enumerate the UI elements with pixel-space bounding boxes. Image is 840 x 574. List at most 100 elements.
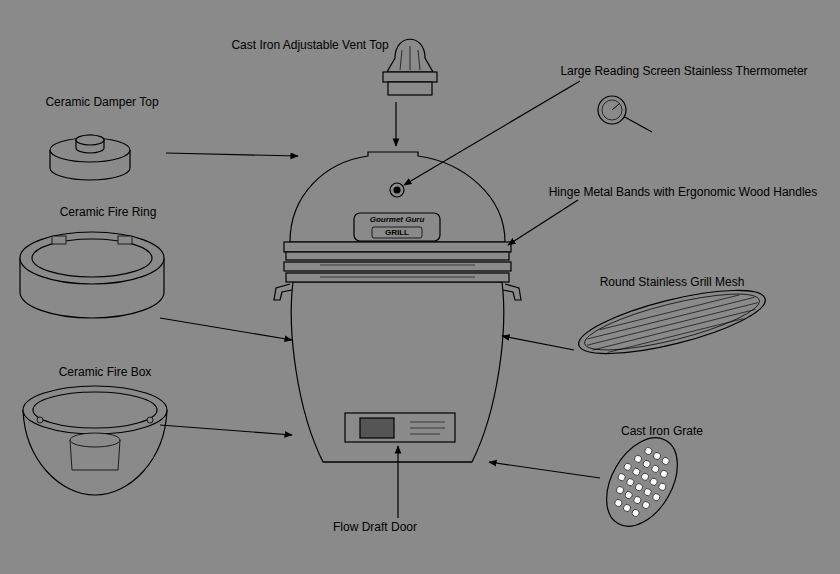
grill-body xyxy=(274,152,521,462)
part-label: Ceramic Fire Ring xyxy=(60,206,157,219)
grill-mesh xyxy=(574,277,771,366)
part-label: Ceramic Fire Box xyxy=(59,366,152,379)
cast-iron-grate xyxy=(634,482,644,492)
fire-ring xyxy=(118,236,132,244)
grill-mesh xyxy=(574,277,771,366)
leader-arrow xyxy=(502,336,574,350)
leader-arrow xyxy=(397,446,398,518)
vent-top xyxy=(383,39,437,146)
grill-body xyxy=(286,273,509,282)
cast-iron-grate xyxy=(652,492,662,502)
part-label: Flow Draft Door xyxy=(333,521,417,534)
fire-ring xyxy=(32,239,152,277)
leader-arrow xyxy=(395,102,396,146)
cast-iron-grate xyxy=(622,503,632,513)
cast-iron-grate xyxy=(659,469,669,479)
fire-box xyxy=(33,392,157,428)
cast-iron-grate xyxy=(642,459,652,469)
grill-body xyxy=(320,265,475,266)
grill-body xyxy=(274,284,292,300)
cast-iron-grate xyxy=(652,451,662,461)
thermometer xyxy=(602,100,622,120)
fire-box xyxy=(23,386,167,434)
cast-iron-grate xyxy=(623,462,633,472)
part-label: Cast Iron Grate xyxy=(621,425,703,438)
cast-iron-grate xyxy=(641,500,651,510)
fire-ring xyxy=(20,232,164,284)
draft-door xyxy=(345,413,455,442)
fire-box xyxy=(70,433,120,447)
cast-iron-grate xyxy=(649,477,659,487)
leader-arrow xyxy=(508,200,578,245)
draft-door xyxy=(345,413,455,442)
vent-top xyxy=(418,50,420,70)
cast-iron-grate xyxy=(626,477,636,487)
badge xyxy=(354,213,440,241)
thermometer xyxy=(404,81,652,185)
fire-ring xyxy=(20,232,292,340)
thermometer xyxy=(612,104,619,110)
cast-iron-grate xyxy=(631,508,641,518)
cast-iron-grate xyxy=(617,472,627,482)
part-label: Round Stainless Grill Mesh xyxy=(600,276,745,289)
grill-mesh xyxy=(587,303,758,346)
part-label: Cast Iron Adjustable Vent Top xyxy=(231,39,388,52)
cast-iron-grate xyxy=(592,425,692,538)
cast-iron-grate xyxy=(632,467,642,477)
fire-ring xyxy=(52,236,66,244)
part-label: Large Reading Screen Stainless Thermomet… xyxy=(560,65,807,78)
badge xyxy=(372,227,422,238)
draft-door xyxy=(410,428,445,429)
thermometer-dial xyxy=(394,187,400,193)
vent-top xyxy=(400,50,402,70)
grill-mesh xyxy=(580,283,763,361)
leader-arrow xyxy=(160,425,292,435)
draft-door xyxy=(410,422,445,423)
cast-iron-grate xyxy=(605,441,679,523)
grill-body xyxy=(291,282,503,462)
cast-iron-grate xyxy=(614,498,624,508)
cast-iron-grate xyxy=(651,464,661,474)
badge xyxy=(354,213,440,241)
leader-arrow xyxy=(489,462,600,478)
part-label: Ceramic Damper Top xyxy=(45,96,158,109)
cast-iron-grate xyxy=(624,490,634,500)
part-label: Hinge Metal Bands with Ergonomic Wood Ha… xyxy=(549,186,818,199)
vent-top xyxy=(383,72,437,82)
vent-top xyxy=(387,39,433,72)
logo-text: Gourmet Guru xyxy=(370,216,425,225)
leader-arrow xyxy=(166,153,298,156)
cast-iron-grate xyxy=(643,487,653,497)
draft-door xyxy=(410,434,440,435)
cast-iron-grate xyxy=(661,456,671,466)
cast-iron-grate xyxy=(633,454,643,464)
logo-text: GRILL xyxy=(385,228,409,237)
cast-iron-grate xyxy=(615,485,625,495)
grill-mesh xyxy=(592,309,755,350)
cast-iron-grate xyxy=(640,472,650,482)
cast-iron-grate xyxy=(633,495,643,505)
grill-body xyxy=(290,152,505,242)
fire-box xyxy=(147,417,153,423)
grill-mesh xyxy=(607,319,743,353)
thermometer xyxy=(598,96,626,124)
damper-top xyxy=(76,135,104,145)
leader-arrow xyxy=(160,318,292,340)
grill-mesh xyxy=(588,297,755,339)
thermometer-dial xyxy=(390,183,404,197)
leader-arrow xyxy=(404,81,580,185)
vent-top xyxy=(388,82,432,95)
vent-top xyxy=(410,46,411,70)
cast-iron-grate xyxy=(658,482,668,492)
draft-door xyxy=(360,418,394,438)
thermometer-dial xyxy=(390,183,404,197)
grill-body xyxy=(286,252,509,260)
fire-box xyxy=(23,386,292,495)
grill-body xyxy=(320,277,475,278)
grill-body xyxy=(503,284,521,300)
cast-iron-grate xyxy=(592,425,692,538)
damper-top xyxy=(76,135,104,153)
grill-body xyxy=(284,242,511,252)
cast-iron-grate xyxy=(644,446,654,456)
